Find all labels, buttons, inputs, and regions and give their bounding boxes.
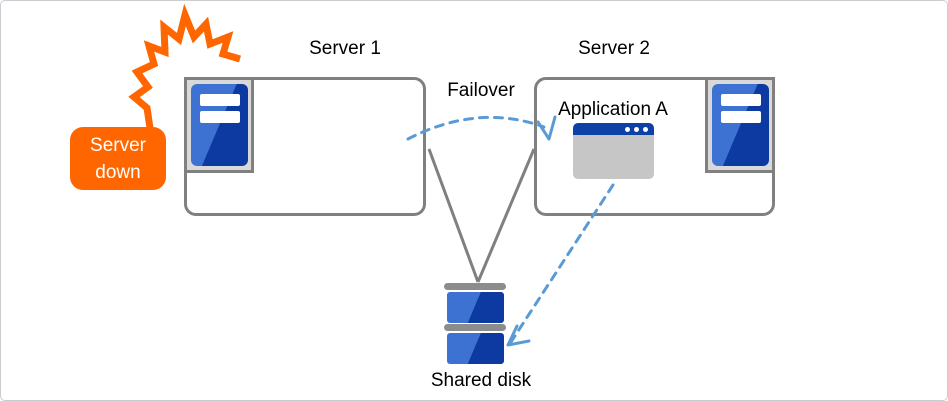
server1-label: Server 1: [309, 38, 381, 59]
window-dot-icon: [625, 126, 630, 132]
window-dot-icon: [643, 126, 648, 132]
server-down-badge: Server down: [70, 127, 166, 190]
shared-disk-icon: [444, 283, 506, 290]
server-slot-bar: [720, 111, 761, 123]
app-window-icon: [573, 123, 654, 179]
badge-line2: down: [95, 161, 141, 183]
server1-disk-connector: [427, 148, 536, 283]
server-tower-icon: [190, 84, 248, 166]
server1-chip: [184, 77, 254, 173]
failover-label: Failover: [447, 80, 515, 101]
server-slot-bar: [199, 111, 240, 123]
server2-chip: [705, 77, 775, 173]
shared-disk-cap: [444, 324, 506, 331]
server-slot-bar: [199, 94, 240, 106]
app-disk-arrowhead-icon: [506, 324, 531, 347]
badge-line1: Server: [90, 134, 146, 156]
window-dot-icon: [634, 126, 639, 132]
shared-disk-segment: [447, 333, 504, 364]
app-window-titlebar: [573, 123, 654, 135]
server2-label: Server 2: [578, 38, 650, 59]
server-tower-icon: [711, 84, 769, 166]
shared-disk-segment: [447, 292, 504, 323]
application-label: Application A: [558, 99, 668, 120]
failover-arrow: [406, 115, 546, 141]
app-window-body: [573, 135, 654, 179]
shared-disk-label: Shared disk: [430, 370, 532, 391]
server-slot-bar: [720, 94, 761, 106]
